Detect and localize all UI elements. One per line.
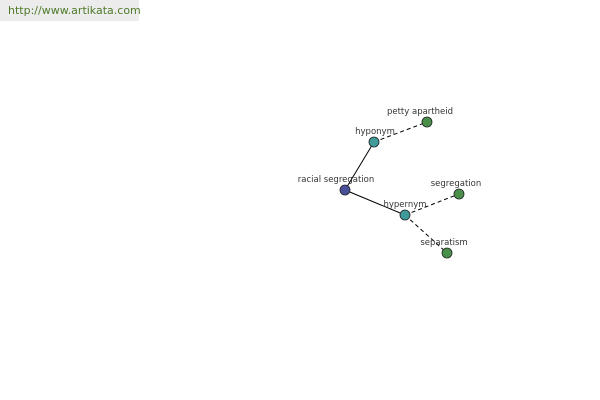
node-segregation[interactable] (453, 188, 465, 200)
node-hypernym[interactable] (399, 209, 411, 221)
node-separatism[interactable] (441, 247, 453, 259)
label-petty-apartheid[interactable]: petty apartheid (387, 107, 453, 117)
node-petty-apartheid[interactable] (421, 116, 433, 128)
edge-root-hypernym (344, 189, 406, 216)
edge-hyponym-petty-apartheid (373, 121, 428, 143)
label-separatism[interactable]: separatism (420, 238, 467, 248)
label-segregation[interactable]: segregation (431, 179, 481, 189)
label-hyponym[interactable]: hyponym (355, 127, 395, 137)
edge-hypernym-segregation (404, 193, 460, 216)
label-root[interactable]: racial segregation (298, 175, 375, 185)
node-root[interactable] (339, 184, 351, 196)
edge-root-hyponym (344, 141, 375, 191)
edge-hypernym-separatism (404, 214, 448, 254)
site-url-link[interactable]: http://www.artikata.com (0, 0, 141, 21)
node-hyponym[interactable] (368, 136, 380, 148)
label-hypernym[interactable]: hypernym (383, 200, 426, 210)
